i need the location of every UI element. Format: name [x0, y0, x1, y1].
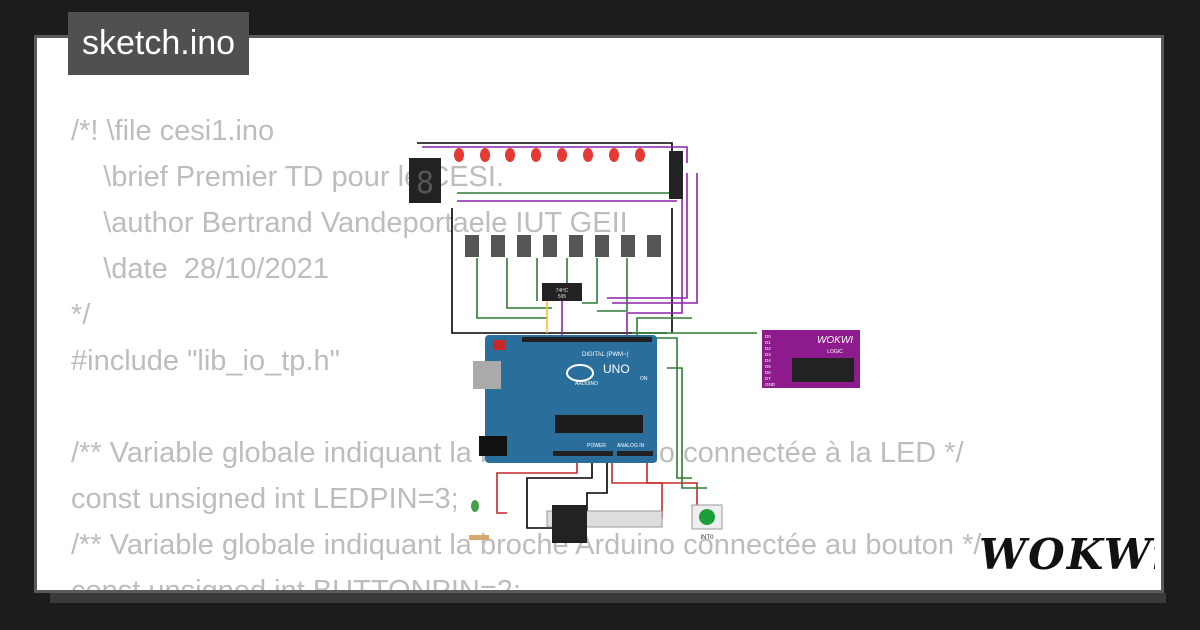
logic-pin: D3 [765, 352, 771, 357]
logic-pin: D7 [765, 376, 771, 381]
seven-segment-display: 8 [409, 158, 441, 203]
logic-pin: D5 [765, 364, 771, 369]
code-line: \author Bertrand Vandeportaele IUT GEII [71, 207, 628, 239]
logic-analyzer: WOKWI LOGIC D0 D1 D2 D3 D4 D5 D6 D7 GND [762, 330, 860, 388]
logic-pin: D2 [765, 346, 771, 351]
logic-brand: WOKWI [817, 335, 853, 346]
code-line: #include "lib_io_tp.h" [71, 345, 340, 377]
led-4 [531, 148, 541, 162]
logic-pin: D4 [765, 358, 771, 363]
wokwi-logo: WOKWi [979, 530, 1155, 579]
led-3 [505, 148, 515, 162]
push-button: INT0 [691, 504, 723, 541]
green-led [469, 500, 489, 540]
arduino-analog-label: ANALOG IN [617, 443, 645, 449]
arduino-uno-board: DIGITAL (PWM~) UNO ARDUINO ON POWER ANAL… [473, 335, 657, 463]
file-tab: sketch.ino [68, 12, 250, 75]
arduino-on-label: ON [640, 376, 648, 382]
logic-pin: D6 [765, 370, 771, 375]
arduino-power-label: POWER [587, 443, 606, 449]
code-line: const unsigned int BUTTONPIN=2; [71, 575, 521, 593]
switch-row [465, 235, 661, 257]
code-line: /** Variable globale indiquant la broche… [71, 529, 982, 561]
logic-pin: D1 [765, 340, 771, 345]
resistor-network [669, 151, 683, 199]
code-preview-card: /*! \file cesi1.ino \brief Premier TD po… [34, 35, 1164, 593]
shift-register-chip: 74HC 595 [542, 283, 582, 301]
logic-label: LOGIC [827, 349, 843, 355]
led-7 [609, 148, 619, 162]
arduino-uno-label: UNO [603, 362, 630, 376]
led-8 [635, 148, 645, 162]
logic-pin: D0 [765, 334, 771, 339]
chip-label-line2: 595 [558, 294, 567, 300]
arduino-brand-label: ARDUINO [575, 381, 598, 387]
wokwi-logo-text: WOKWi [979, 530, 1155, 579]
led-6 [583, 148, 593, 162]
code-line: */ [71, 299, 91, 331]
slide-potentiometer [546, 505, 663, 543]
led-5 [557, 148, 567, 162]
chip-label-line1: 74HC [556, 288, 569, 294]
code-line: \date 28/10/2021 [71, 253, 329, 285]
logic-pin: GND [765, 382, 776, 387]
led-row [454, 148, 645, 162]
code-line: const unsigned int LEDPIN=3; [71, 483, 459, 515]
led-1 [454, 148, 464, 162]
card-shadow [50, 593, 1166, 603]
arduino-digital-label: DIGITAL (PWM~) [582, 352, 629, 358]
circuit-diagram: 8 74HC 595 [409, 142, 860, 543]
led-2 [480, 148, 490, 162]
code-line: /*! \file cesi1.ino [71, 115, 275, 147]
seven-seg-digit: 8 [416, 166, 434, 201]
button-label: INT0 [700, 535, 714, 541]
